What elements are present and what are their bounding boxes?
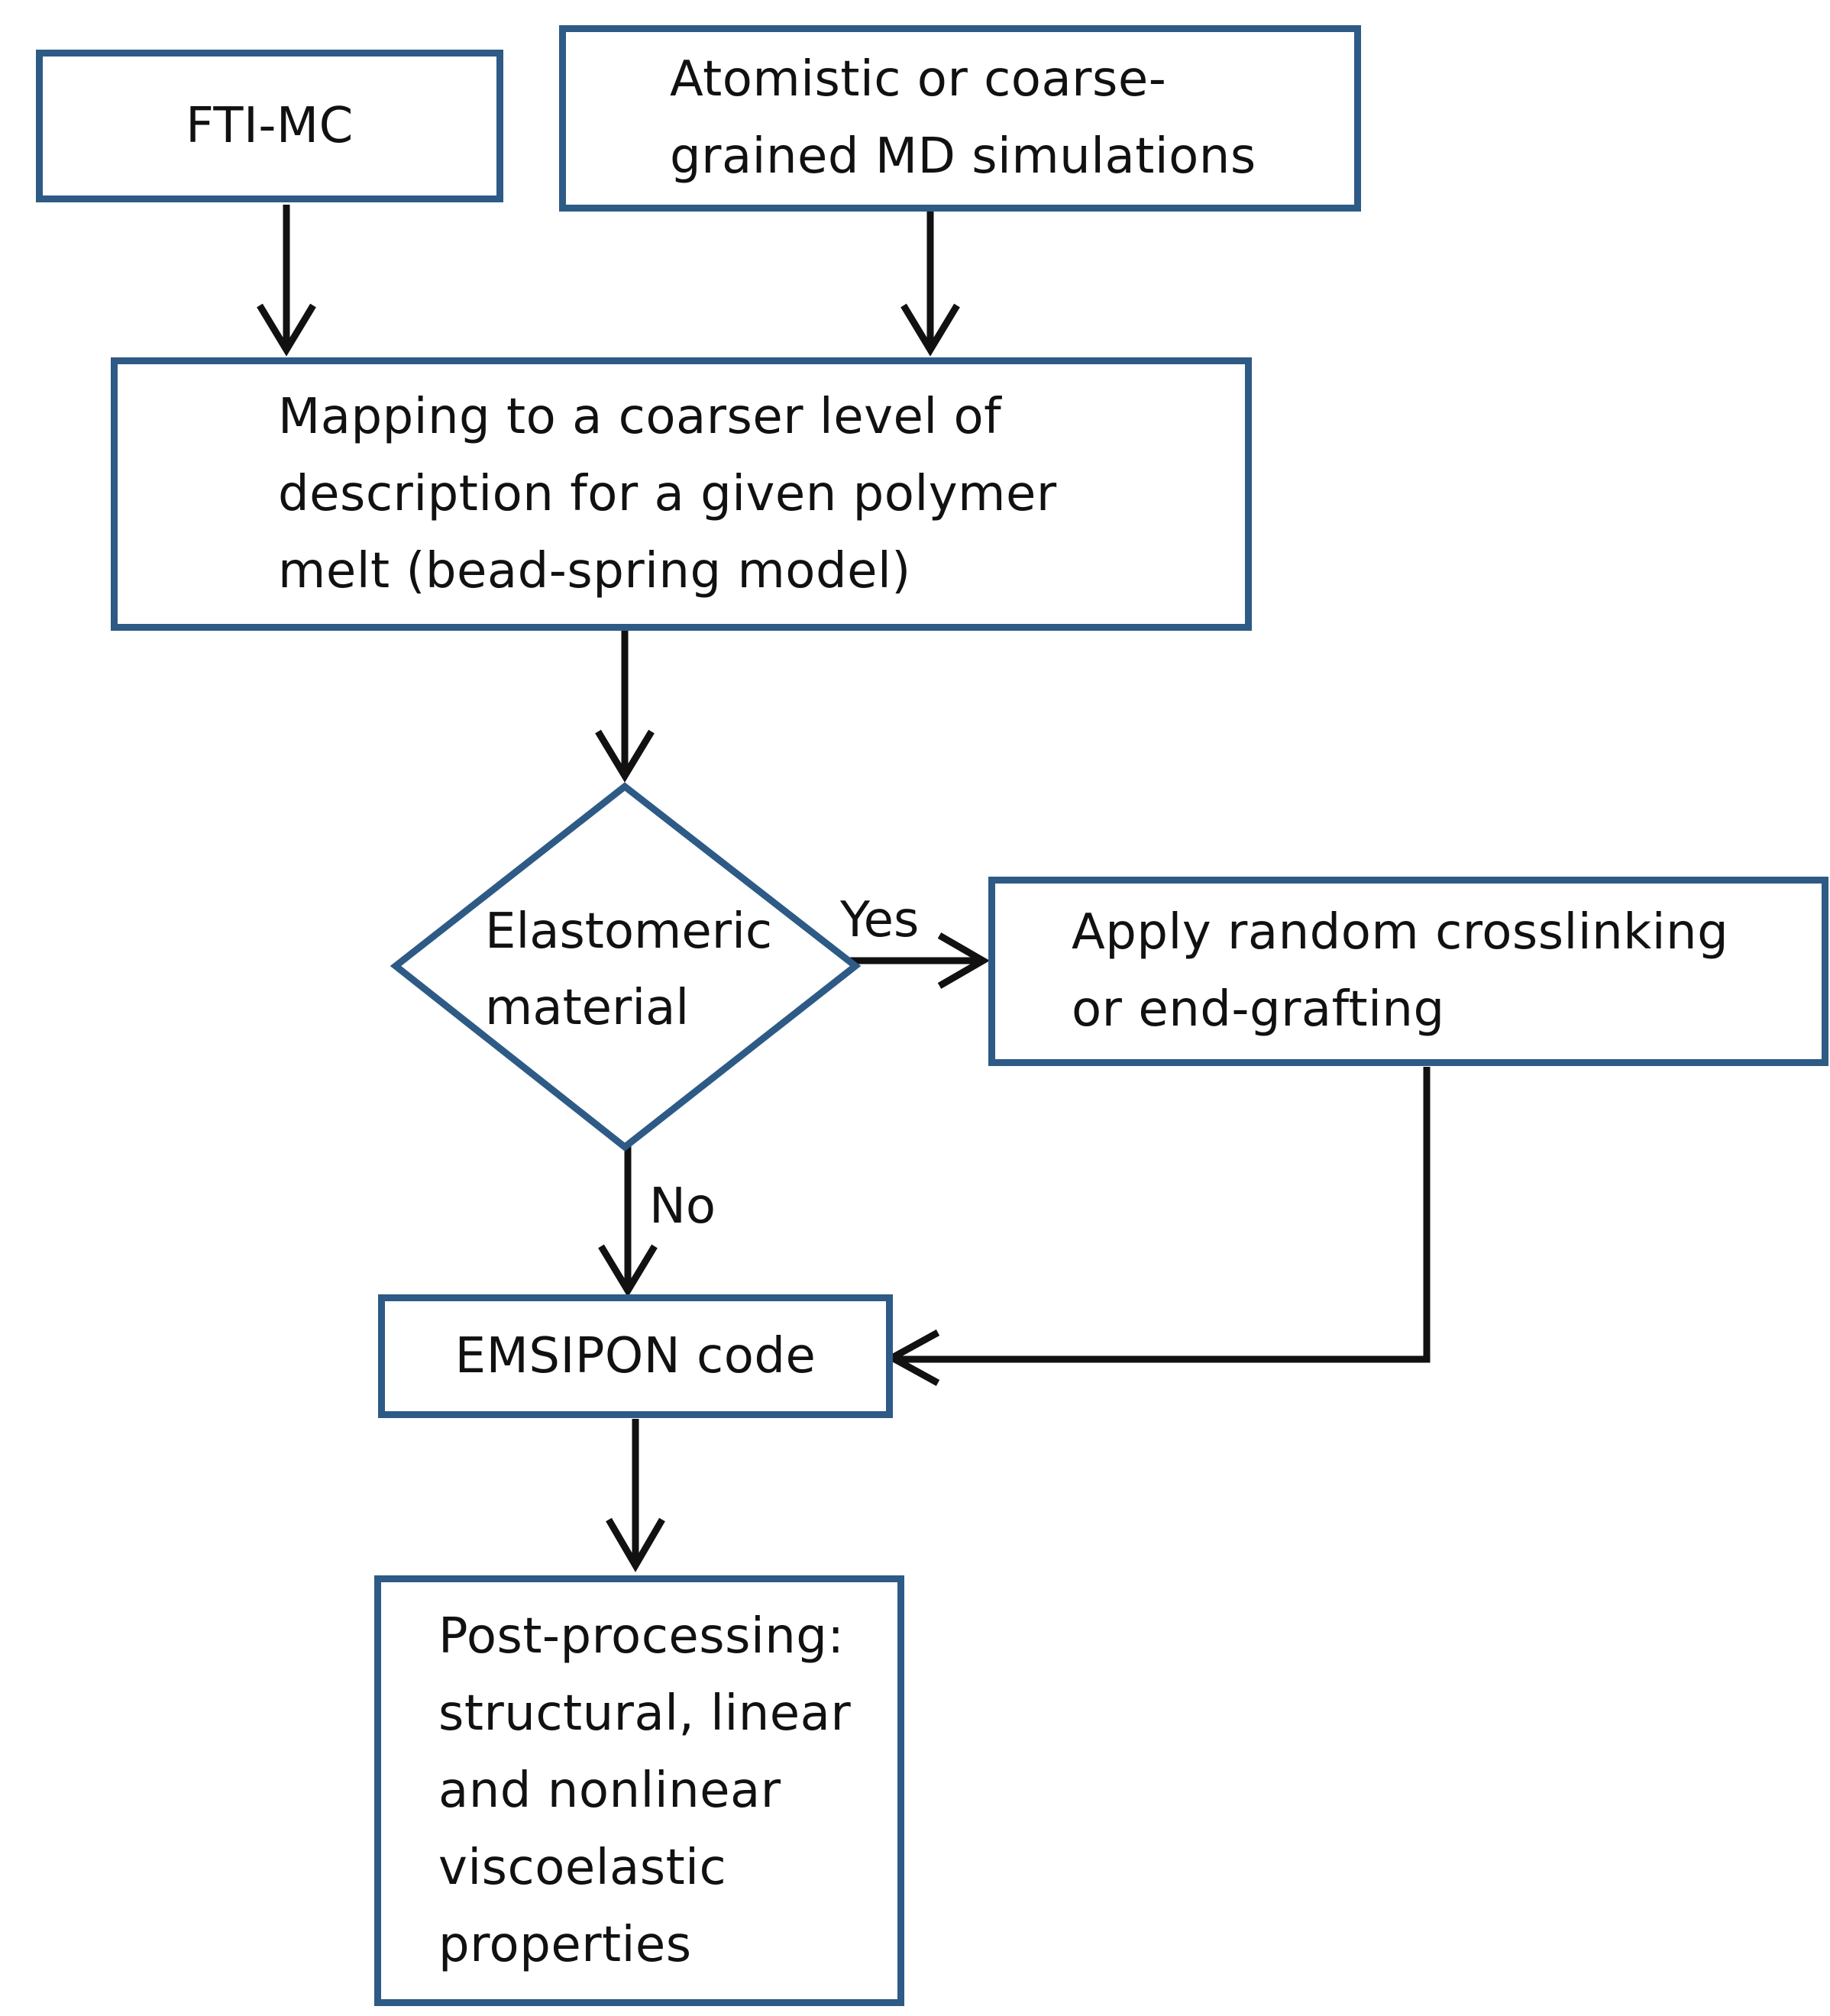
node-ftimc: FTI-MC: [36, 50, 503, 202]
node-crosslinking: Apply random crosslinking or end-graftin…: [988, 877, 1828, 1066]
node-post-processing: Post-processing: structural, linear and …: [374, 1575, 904, 2006]
node-emsipon: EMSIPON code: [378, 1294, 893, 1418]
node-decision-line-1: Elastomeric: [485, 903, 773, 960]
arrowhead-md-to-mapping: [900, 303, 960, 357]
node-mapping-line-3: melt (bead-spring model): [278, 542, 911, 599]
node-post-line-1: Post-processing:: [438, 1607, 845, 1665]
node-post-line-5: properties: [438, 1916, 692, 1973]
arrowhead-ftimc-to-mapping: [257, 303, 316, 357]
node-decision-line-2: material: [485, 980, 690, 1036]
edge-label-yes: Yes: [840, 892, 920, 948]
node-mapping-line-1: Mapping to a coarser level of: [278, 388, 1002, 445]
node-mapping-line-2: description for a given polymer: [278, 465, 1057, 522]
node-mapping: Mapping to a coarser level of descriptio…: [111, 357, 1252, 631]
node-ftimc-line-1: FTI-MC: [186, 97, 354, 154]
edge-label-no: No: [649, 1178, 716, 1235]
node-crosslink-line-1: Apply random crosslinking: [1072, 904, 1729, 961]
arrowhead-decision-to-crosslink: [937, 932, 990, 989]
node-post-line-2: structural, linear: [438, 1685, 852, 1742]
arrow-crosslink-to-emsipon: [894, 1067, 1431, 1363]
node-md-line-2: grained MD simulations: [670, 128, 1256, 185]
arrowhead-emsipon-to-post: [606, 1517, 665, 1572]
node-post-line-3: and nonlinear: [438, 1762, 781, 1819]
node-post-line-4: viscoelastic: [438, 1839, 727, 1896]
node-md-simulations: Atomistic or coarse- grained MD simulati…: [559, 25, 1361, 212]
arrowhead-mapping-to-decision: [595, 729, 655, 783]
node-md-line-1: Atomistic or coarse-: [670, 51, 1167, 108]
arrowhead-decision-to-emsipon: [598, 1244, 658, 1297]
decision-diamond: [390, 782, 862, 1152]
node-emsipon-line-1: EMSIPON code: [454, 1327, 816, 1384]
node-crosslink-line-2: or end-grafting: [1072, 981, 1445, 1038]
